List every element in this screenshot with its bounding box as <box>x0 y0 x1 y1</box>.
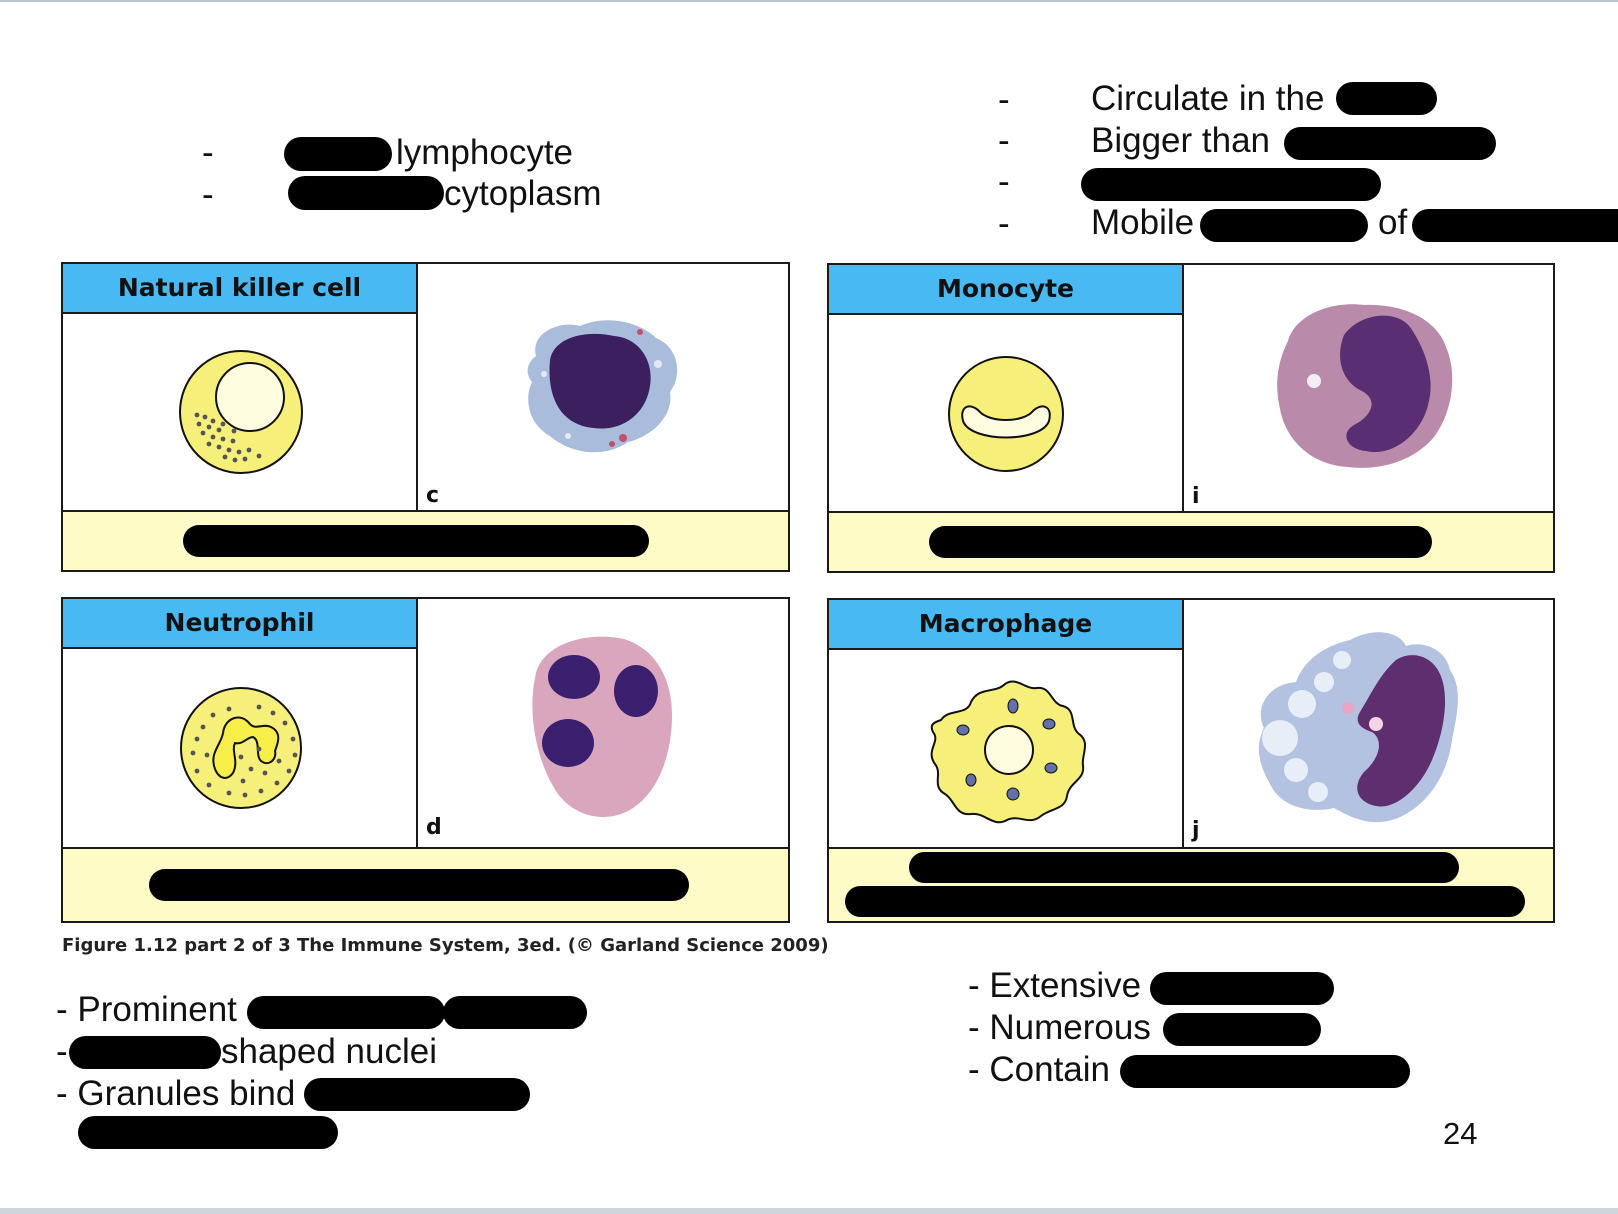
redaction-bar <box>929 526 1432 558</box>
nk-cell-diagram <box>179 350 303 474</box>
bullet-dash: - <box>998 162 1010 201</box>
monocyte-note-1: Circulate in the <box>1091 79 1325 118</box>
redaction-bar <box>288 176 444 210</box>
neutrophil-micrograph <box>532 636 672 818</box>
nk-note-2: cytoplasm <box>444 174 602 213</box>
bullet-dash: - <box>202 133 214 172</box>
redaction-bar <box>443 996 587 1029</box>
bullet-dash: - <box>998 80 1010 119</box>
nk-note-1: lymphocyte <box>396 133 574 172</box>
neutrophil-note-3: - Granules bind <box>56 1074 296 1113</box>
neutrophil-title: Neutrophil <box>63 599 418 649</box>
redaction-bar <box>183 525 649 557</box>
nk-cell-micrograph <box>527 320 678 453</box>
redaction-bar <box>284 137 392 171</box>
macrophage-micrograph <box>1258 632 1458 823</box>
macrophage-diagram <box>930 680 1087 824</box>
macrophage-note-2: - Numerous <box>968 1008 1151 1047</box>
monocyte-footer-band <box>829 511 1553 571</box>
macrophage-title: Macrophage <box>829 600 1184 650</box>
macrophage-panel-letter: j <box>1192 818 1200 843</box>
redaction-bar <box>1336 82 1437 115</box>
neutrophil-panel-letter: d <box>426 815 442 840</box>
nk-cell-title: Natural killer cell <box>63 264 418 314</box>
redaction-bar <box>1150 972 1334 1005</box>
redaction-bar <box>845 886 1525 917</box>
neutrophil-note-1: - Prominent <box>56 990 237 1029</box>
page-number: 24 <box>1443 1116 1478 1151</box>
macrophage-note-1: - Extensive <box>968 966 1142 1005</box>
redaction-bar <box>69 1036 221 1069</box>
redaction-bar <box>78 1116 338 1149</box>
redaction-bar <box>1412 209 1618 242</box>
nk-footer-band <box>63 510 788 570</box>
slide-top-border <box>0 0 1618 2</box>
macrophage-panel: Macrophage j <box>827 598 1555 923</box>
monocyte-panel-letter: i <box>1192 484 1200 509</box>
nk-panel-letter: c <box>426 483 440 508</box>
neutrophil-diagram <box>180 687 302 809</box>
redaction-bar <box>304 1078 530 1111</box>
bullet-dash: - <box>998 121 1010 160</box>
redaction-bar <box>1120 1055 1410 1088</box>
monocyte-diagram <box>948 356 1064 472</box>
redaction-bar <box>149 869 689 901</box>
redaction-bar <box>1200 209 1368 242</box>
monocyte-micrograph <box>1277 304 1453 468</box>
bullet-dash: - <box>998 204 1010 243</box>
bullet-dash: - <box>202 175 214 214</box>
monocyte-title: Monocyte <box>829 265 1184 315</box>
monocyte-note-4b: of <box>1378 203 1408 242</box>
redaction-bar <box>1081 168 1381 201</box>
neutrophil-footer-band <box>63 847 788 921</box>
neutrophil-dash-2: - <box>56 1032 68 1071</box>
redaction-bar <box>247 996 445 1029</box>
redaction-bar <box>1163 1013 1321 1046</box>
neutrophil-note-2: shaped nuclei <box>221 1032 437 1071</box>
nk-cell-panel: Natural killer cell c <box>61 262 790 572</box>
redaction-bar <box>909 852 1459 883</box>
monocyte-panel: Monocyte i <box>827 263 1555 573</box>
monocyte-note-4a: Mobile <box>1091 203 1195 242</box>
slide-bottom-border <box>0 1208 1618 1214</box>
figure-caption: Figure 1.12 part 2 of 3 The Immune Syste… <box>62 935 829 956</box>
macrophage-footer-band <box>829 847 1553 921</box>
redaction-bar <box>1284 127 1496 160</box>
macrophage-note-3: - Contain <box>968 1050 1111 1089</box>
monocyte-note-2: Bigger than <box>1091 121 1271 160</box>
neutrophil-panel: Neutrophil d <box>61 597 790 923</box>
